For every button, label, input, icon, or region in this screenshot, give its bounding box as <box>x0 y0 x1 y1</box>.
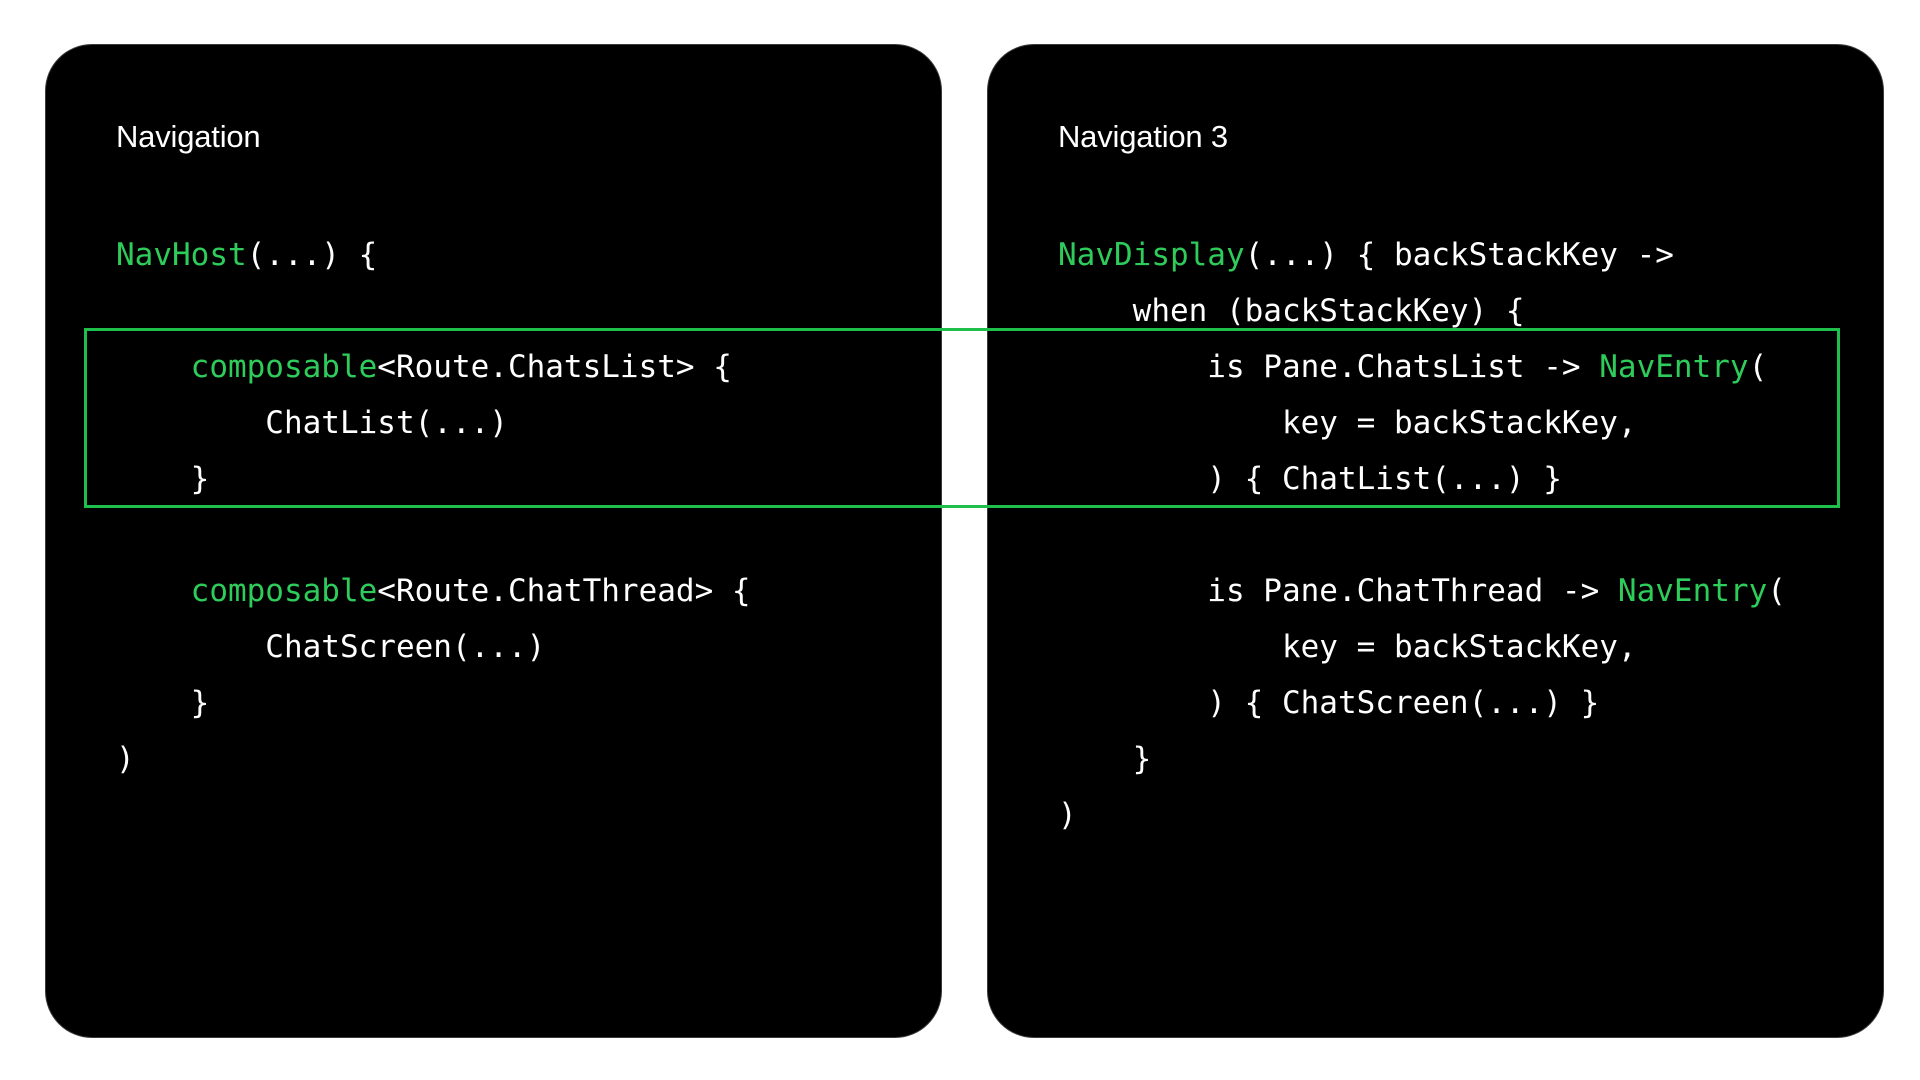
code-text: <Route.ChatThread> { <box>377 573 751 609</box>
code-keyword: NavEntry <box>1599 349 1749 385</box>
code-line <box>1058 507 1786 563</box>
code-line: ) <box>1058 787 1786 843</box>
code-text: is Pane.ChatThread -> <box>1058 573 1618 609</box>
code-line: key = backStackKey, <box>1058 619 1786 675</box>
code-text: (...) { <box>246 237 378 273</box>
code-line <box>116 507 751 563</box>
code-keyword: NavDisplay <box>1058 237 1245 273</box>
code-text <box>116 573 191 609</box>
code-text: } <box>116 685 210 721</box>
code-text: <Route.ChatsList> { <box>377 349 732 385</box>
code-line: ) { ChatScreen(...) } <box>1058 675 1786 731</box>
code-line: key = backStackKey, <box>1058 395 1786 451</box>
navigation-3-panel: Navigation 3 NavDisplay(...) { backStack… <box>988 45 1883 1037</box>
code-line: when (backStackKey) { <box>1058 283 1786 339</box>
code-block: NavDisplay(...) { backStackKey -> when (… <box>1058 227 1786 843</box>
code-text: ChatList(...) <box>116 405 508 441</box>
code-text: } <box>1058 741 1152 777</box>
code-text: (...) { backStackKey -> <box>1244 237 1674 273</box>
code-keyword: NavEntry <box>1617 573 1768 609</box>
code-text: ) <box>1058 797 1077 833</box>
code-text: is Pane.ChatsList -> <box>1058 349 1600 385</box>
code-text: key = backStackKey, <box>1058 405 1637 441</box>
code-text: when (backStackKey) { <box>1058 293 1525 329</box>
code-text: ) { ChatList(...) } <box>1058 461 1562 497</box>
code-line: is Pane.ChatsList -> NavEntry( <box>1058 339 1786 395</box>
code-text: ) { ChatScreen(...) } <box>1058 685 1600 721</box>
code-line: NavHost(...) { <box>116 227 751 283</box>
code-line: is Pane.ChatThread -> NavEntry( <box>1058 563 1786 619</box>
code-line: NavDisplay(...) { backStackKey -> <box>1058 227 1786 283</box>
code-keyword: composable <box>190 573 378 609</box>
code-text: } <box>116 461 210 497</box>
panel-title: Navigation <box>116 119 261 154</box>
code-text: ( <box>1767 573 1786 609</box>
code-text <box>116 349 191 385</box>
code-text: ChatScreen(...) <box>116 629 546 665</box>
code-line: composable<Route.ChatsList> { <box>116 339 751 395</box>
panel-title: Navigation 3 <box>1058 119 1228 154</box>
code-line: } <box>116 675 751 731</box>
code-line: composable<Route.ChatThread> { <box>116 563 751 619</box>
code-line: } <box>116 451 751 507</box>
navigation-panel: Navigation NavHost(...) { composable<Rou… <box>46 45 941 1037</box>
code-block: NavHost(...) { composable<Route.ChatsLis… <box>116 227 751 787</box>
code-line: } <box>1058 731 1786 787</box>
code-line: ) <box>116 731 751 787</box>
code-text: key = backStackKey, <box>1058 629 1637 665</box>
code-line: ChatScreen(...) <box>116 619 751 675</box>
code-text: ) <box>116 741 135 777</box>
code-keyword: NavHost <box>116 237 247 273</box>
code-text: ( <box>1748 349 1768 385</box>
code-line <box>116 283 751 339</box>
code-line: ChatList(...) <box>116 395 751 451</box>
code-line: ) { ChatList(...) } <box>1058 451 1786 507</box>
code-keyword: composable <box>190 349 378 385</box>
